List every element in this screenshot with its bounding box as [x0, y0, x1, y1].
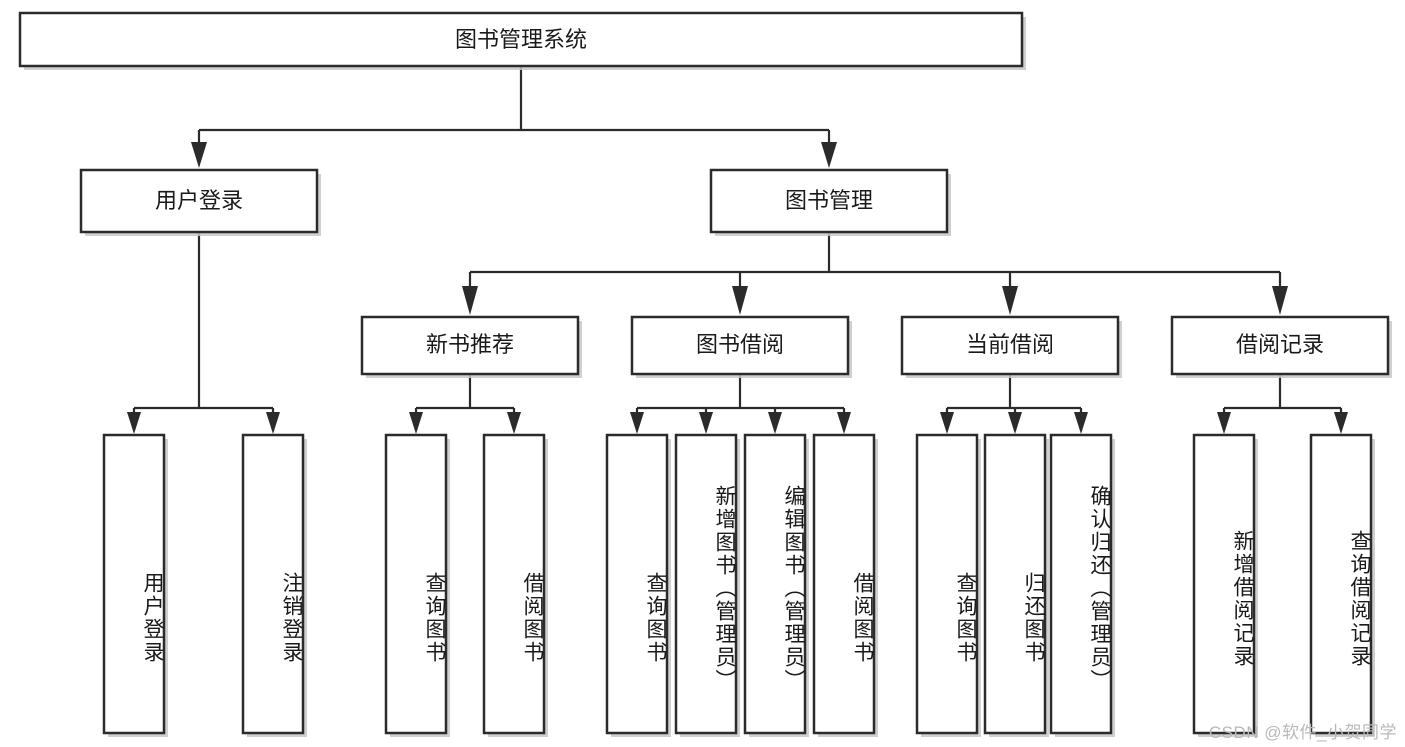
leaf-query-book-2-box[interactable]: [605, 433, 669, 735]
root-node-box[interactable]: [18, 11, 1024, 68]
arrow-to-leaf-return-book: [1008, 412, 1022, 434]
leaf-edit-book-box[interactable]: [743, 433, 807, 735]
connector-user-login-trunk: [132, 232, 275, 418]
connector-root-trunk: [197, 66, 831, 148]
book-manage-node-label: 图书管理: [785, 188, 873, 213]
arrow-to-current-borrow: [1002, 286, 1018, 315]
arrow-to-book-manage: [821, 142, 837, 168]
leaf-user-login-box[interactable]: [102, 433, 166, 735]
new-book-rec-node-label: 新书推荐: [426, 332, 514, 357]
arrow-to-leaf-add-book: [699, 412, 713, 434]
user-login-node-box[interactable]: [79, 168, 319, 234]
leaf-confirm-return-box[interactable]: [1049, 433, 1113, 735]
arrow-to-leaf-query-book-2: [630, 412, 644, 434]
arrow-to-new-book-rec: [462, 286, 478, 315]
connector-borrow-record-trunk: [1222, 374, 1343, 418]
book-borrow-node-box[interactable]: [630, 315, 850, 376]
arrow-to-leaf-confirm-return: [1074, 412, 1088, 434]
current-borrow-node-label: 当前借阅: [966, 332, 1054, 357]
arrow-to-leaf-borrow-book-1: [507, 412, 521, 434]
borrow-record-node-label: 借阅记录: [1236, 332, 1324, 357]
leaf-add-book-box[interactable]: [674, 433, 738, 735]
book-borrow-node-label: 图书借阅: [696, 332, 784, 357]
arrow-to-leaf-borrow-book-2: [837, 412, 851, 434]
leaf-borrow-book-1-box[interactable]: [482, 433, 546, 735]
arrow-to-borrow-record: [1272, 286, 1288, 315]
arrow-to-leaf-user-login: [127, 412, 141, 434]
arrow-to-book-borrow: [732, 286, 748, 315]
arrow-to-leaf-add-record: [1217, 412, 1231, 434]
connector-layer: [127, 66, 1348, 434]
node-layer: 图书管理系统 用户登录 图书管理 新书推荐 图书借阅 当前借阅 借阅记录: [18, 11, 1392, 737]
user-login-node-label: 用户登录: [155, 188, 243, 213]
arrow-to-leaf-query-book-3: [940, 412, 954, 434]
connector-new-book-rec-trunk: [414, 374, 516, 418]
borrow-record-node-box[interactable]: [1170, 315, 1390, 376]
new-book-rec-node-box[interactable]: [360, 315, 580, 376]
book-manage-node-box[interactable]: [709, 168, 949, 234]
arrow-to-leaf-query-book-1: [409, 412, 423, 434]
leaf-query-record-box[interactable]: [1309, 433, 1373, 735]
arrow-to-user-login: [191, 142, 207, 168]
arrow-to-leaf-edit-book: [768, 412, 782, 434]
root-node-label: 图书管理系统: [455, 27, 587, 52]
leaf-borrow-book-2-box[interactable]: [812, 433, 876, 735]
current-borrow-node-box[interactable]: [900, 315, 1120, 376]
leaf-query-book-1-box[interactable]: [384, 433, 448, 735]
connector-book-borrow-trunk: [635, 374, 846, 418]
leaf-return-book-box[interactable]: [983, 433, 1047, 735]
connector-book-manage-trunk: [468, 232, 1282, 290]
arrow-to-leaf-query-record: [1334, 412, 1348, 434]
csdn-watermark: CSDN @软件_小贺同学: [1208, 723, 1397, 742]
leaf-add-record-box[interactable]: [1192, 433, 1256, 735]
leaf-logout-box[interactable]: [241, 433, 305, 735]
leaf-query-book-3-box[interactable]: [915, 433, 979, 735]
arrow-to-leaf-logout: [266, 412, 280, 434]
connector-current-borrow-trunk: [945, 374, 1083, 418]
